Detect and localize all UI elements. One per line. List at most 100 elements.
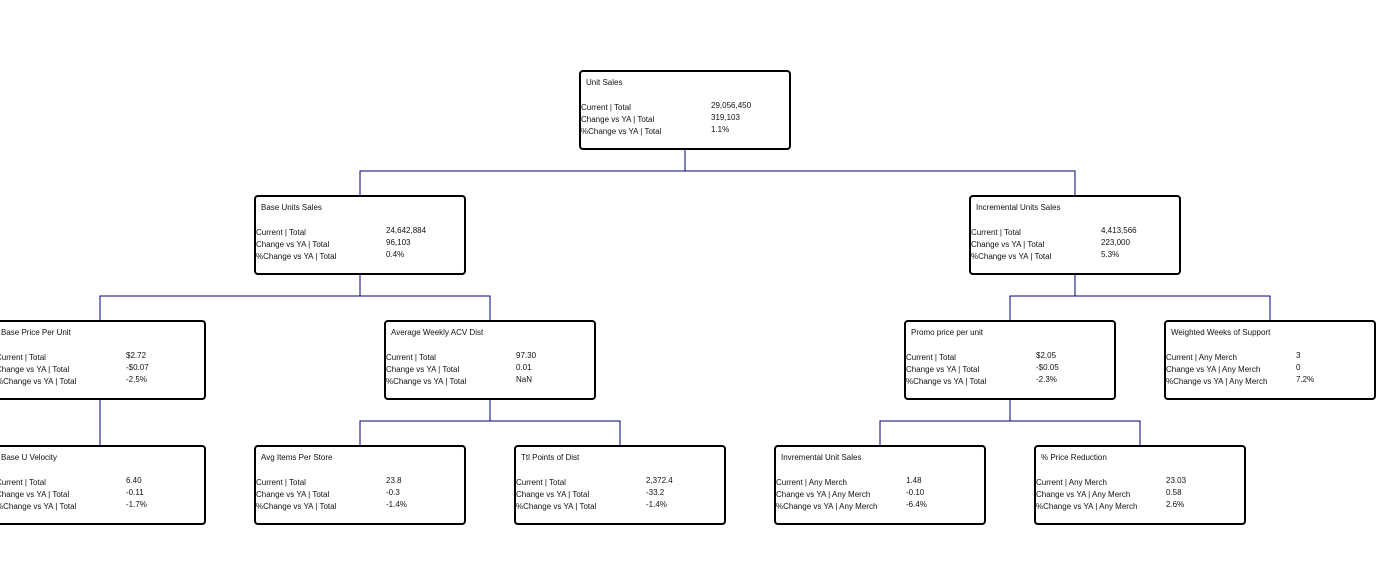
metric-value: -1.4% [646,500,667,509]
metric-value: 319,103 [711,113,740,122]
metric-label: Current | Total [256,478,306,487]
metric-value: -0.10 [906,488,925,497]
metric-value: NaN [516,375,533,384]
metric-label: Change vs YA | Any Merch [1036,490,1131,499]
metric-label: %Change vs YA | Any Merch [1166,377,1268,386]
node-title: Incremental Units Sales [976,203,1061,212]
metric-label: %Change vs YA | Total [386,377,467,386]
node-title: Ttl Points of Dist [521,453,580,462]
node-title: Avg Items Per Store [261,453,333,462]
metric-value: $2.05 [1036,351,1057,360]
metric-value: 223,000 [1101,238,1130,247]
connector-incremental-units-sales-to-promo-price-per-unit [1009,275,1076,320]
metric-value: 0 [1296,363,1301,372]
node-title: Average Weekly ACV Dist [391,328,484,337]
metric-label: Current | Total [0,353,46,362]
metric-value: 2.6% [1166,500,1185,509]
metric-label: Change vs YA | Total [971,240,1045,249]
metric-value: 0.01 [516,363,532,372]
metric-label: Change vs YA | Total [386,365,460,374]
metric-label: %Change vs YA | Total [516,502,597,511]
metric-value: -33.2 [646,488,665,497]
metric-label: %Change vs YA | Total [906,377,987,386]
metric-label: Change vs YA | Total [256,240,330,249]
metric-label: %Change vs YA | Total [256,252,337,261]
connector-unit-sales-to-base-units-sales [359,150,686,195]
metric-value: 97.30 [516,351,537,360]
metric-label: %Change vs YA | Total [0,377,77,386]
metric-label: Current | Total [256,228,306,237]
metric-value: 6.40 [126,476,142,485]
metric-label: %Change vs YA | Total [581,127,662,136]
node-title: Promo price per unit [911,328,984,337]
metric-label: Change vs YA | Total [0,365,70,374]
metric-value: -$0.07 [126,363,149,372]
metric-value: 23.8 [386,476,402,485]
metric-value: -2.3% [1036,375,1057,384]
metric-label: %Change vs YA | Any Merch [776,502,878,511]
connector-average-weekly-acv-dist-to-ttl-points-of-dist [489,400,621,445]
metric-label: Current | Total [906,353,956,362]
node-title: % Price Reduction [1041,453,1107,462]
metric-value: 1.1% [711,125,730,134]
metric-value: 3 [1296,351,1301,360]
metric-label: %Change vs YA | Total [0,502,77,511]
node-title: Base Units Sales [261,203,322,212]
connector-base-units-sales-to-base-price-per-unit [99,275,361,320]
connector-promo-price-per-unit-to-price-reduction [1009,400,1141,445]
connector-incremental-units-sales-to-weighted-weeks-of-support [1074,275,1271,320]
metric-label: Current | Total [581,103,631,112]
connector-unit-sales-to-incremental-units-sales [684,150,1076,195]
node-title: Unit Sales [586,78,623,87]
metric-label: Current | Total [971,228,1021,237]
connector-average-weekly-acv-dist-to-avg-items-per-store [359,400,491,445]
metric-value: 24,642,884 [386,226,427,235]
metric-value: -1.7% [126,500,147,509]
metric-value: 0.58 [1166,488,1182,497]
metric-label: Change vs YA | Total [581,115,655,124]
metric-label: %Change vs YA | Any Merch [1036,502,1138,511]
connector-base-units-sales-to-average-weekly-acv-dist [359,275,491,320]
metric-label: Current | Total [516,478,566,487]
metric-value: -2.5% [126,375,147,384]
metric-value: -0.3 [386,488,400,497]
metric-value: 23.03 [1166,476,1187,485]
metric-label: Change vs YA | Total [0,490,70,499]
metric-label: Current | Any Merch [1166,353,1237,362]
metric-label: Current | Total [386,353,436,362]
metric-label: Change vs YA | Total [256,490,330,499]
metric-value: -0.11 [126,488,144,497]
metric-value: -1.4% [386,500,407,509]
metric-label: Change vs YA | Any Merch [776,490,871,499]
metric-label: Current | Any Merch [1036,478,1107,487]
metric-value: $2.72 [126,351,147,360]
metric-label: Current | Any Merch [776,478,847,487]
metric-label: Change vs YA | Total [516,490,590,499]
metric-value: 29,056,450 [711,101,752,110]
metric-label: Change vs YA | Any Merch [1166,365,1261,374]
metric-label: %Change vs YA | Total [971,252,1052,261]
metric-label: Current | Total [0,478,46,487]
node-title: Invremental Unit Sales [781,453,862,462]
node-title: Base U Velocity [1,453,58,462]
metric-value: 4,413,566 [1101,226,1137,235]
metric-label: Change vs YA | Total [906,365,980,374]
node-title: Weighted Weeks of Support [1171,328,1271,337]
metric-value: -6.4% [906,500,927,509]
metric-value: -$0.05 [1036,363,1059,372]
connector-promo-price-per-unit-to-invremental-unit-sales [879,400,1011,445]
metric-label: %Change vs YA | Total [256,502,337,511]
metric-value: 5.3% [1101,250,1120,259]
